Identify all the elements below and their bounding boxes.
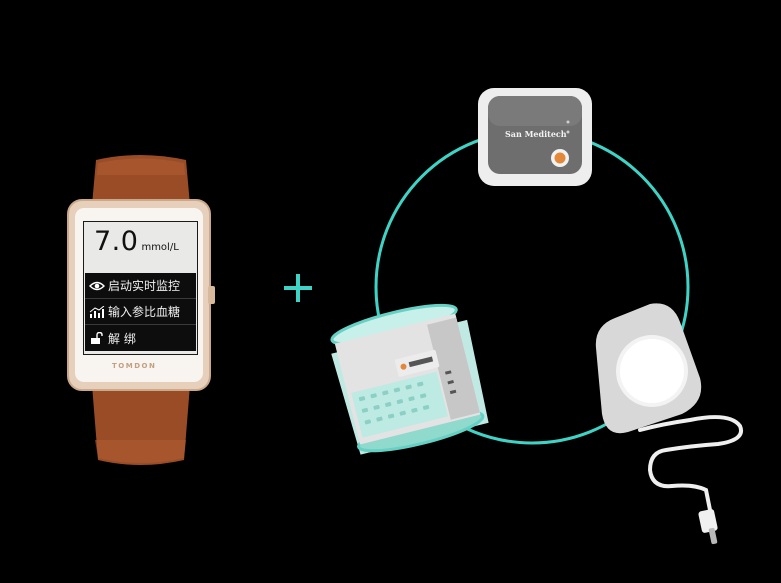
menu-item-label: 启动实时监控 xyxy=(108,279,181,293)
watch-menu: 启动实时监控 输入参比血糖 解 绑 xyxy=(85,273,196,351)
glucose-value: 7.0 xyxy=(94,226,139,257)
watch-screen: 7.0 mmol/L 启动实时监控 输入参比血糖 解 绑 xyxy=(84,222,197,354)
watch-brand: TOMDON xyxy=(112,362,157,370)
unlock-icon xyxy=(89,331,105,344)
menu-item-unbind[interactable]: 解 绑 xyxy=(85,325,196,351)
plus-icon xyxy=(282,272,314,304)
sensor-patch xyxy=(595,303,743,545)
glucose-unit: mmol/L xyxy=(141,242,179,253)
menu-item-start-monitoring[interactable]: 启动实时监控 xyxy=(85,273,196,299)
watch-crown xyxy=(208,286,215,304)
meter-device xyxy=(478,88,592,186)
menu-item-label: 输入参比血糖 xyxy=(108,305,181,319)
meter-brand: San Meditech xyxy=(505,129,567,139)
glucose-reading: 7.0 mmol/L xyxy=(94,226,179,266)
menu-item-label: 解 绑 xyxy=(108,331,136,346)
menu-item-enter-reference[interactable]: 输入参比血糖 xyxy=(85,299,196,325)
transmitter-band xyxy=(330,303,489,455)
eye-icon xyxy=(89,280,105,292)
bar-chart-icon xyxy=(89,305,105,318)
